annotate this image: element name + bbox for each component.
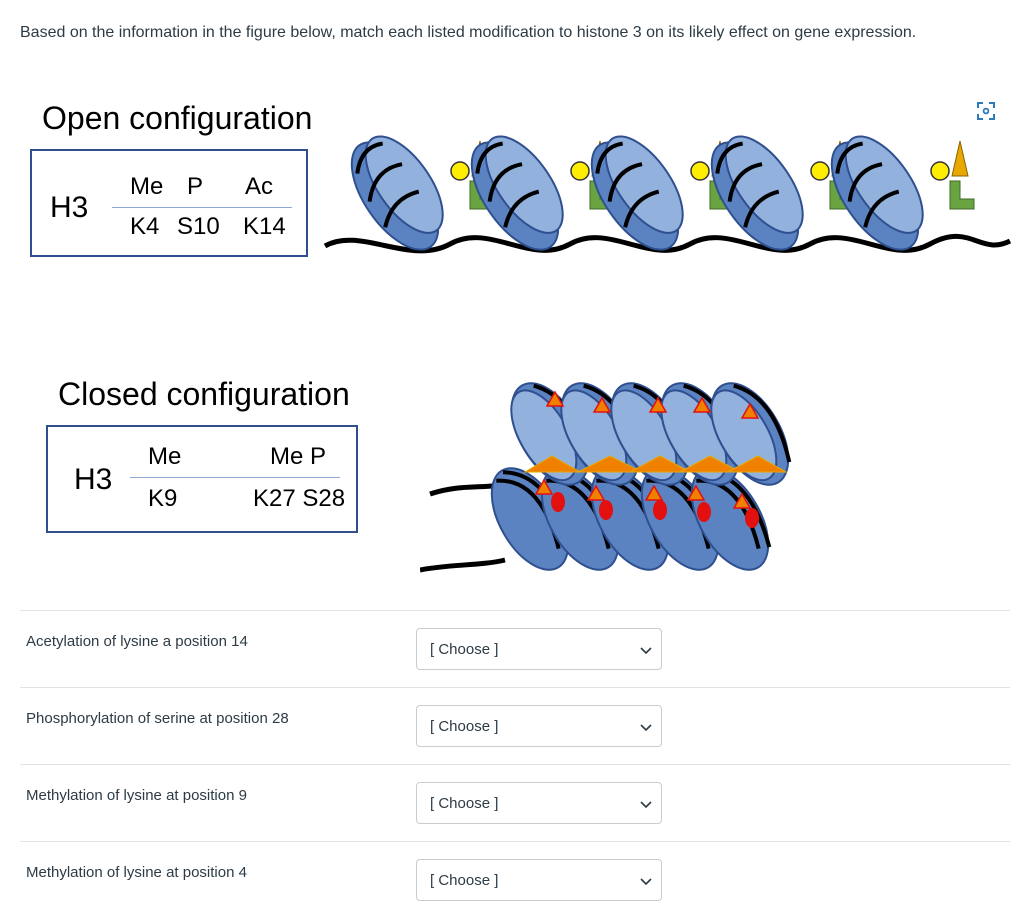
closed-configuration-title: Closed configuration <box>58 376 350 412</box>
chevron-down-icon <box>640 801 652 809</box>
match-row-label: Phosphorylation of serine at position 28 <box>26 710 289 727</box>
open-mod-p: P <box>187 173 204 200</box>
open-h3-label: H3 <box>50 191 89 224</box>
open-mod-ac: Ac <box>245 173 274 200</box>
closed-nucleosome-stack <box>490 382 792 571</box>
closed-site-k27-s28: K27 S28 <box>253 485 346 512</box>
match-row-label: Methylation of lysine at position 9 <box>26 787 247 804</box>
closed-mod-me-p: Me P <box>270 443 327 470</box>
open-site-k4: K4 <box>130 213 160 240</box>
match-row: Acetylation of lysine a position 14 [ Ch… <box>20 610 1010 687</box>
match-row-label: Methylation of lysine at position 4 <box>26 864 247 881</box>
chevron-down-icon <box>640 878 652 886</box>
closed-h3-line <box>130 477 340 478</box>
match-select[interactable]: [ Choose ] <box>416 628 662 670</box>
closed-h3-box: H3 Me Me P K9 K27 S28 <box>46 425 358 533</box>
chromatin-figure: Open configuration H3 Me P Ac K4 S10 K14 <box>20 96 1020 596</box>
chevron-down-icon <box>640 647 652 655</box>
open-h3-box: H3 Me P Ac K4 S10 K14 <box>30 149 308 257</box>
match-row: Methylation of lysine at position 4 [ Ch… <box>20 841 1010 918</box>
closed-chromatin-illustration <box>420 382 792 573</box>
closed-modification-markers <box>523 390 788 528</box>
focus-frame-icon[interactable] <box>975 100 997 122</box>
select-value: [ Choose ] <box>430 795 499 812</box>
open-h3-line <box>112 207 292 208</box>
match-select[interactable]: [ Choose ] <box>416 782 662 824</box>
open-site-k14: K14 <box>243 213 286 240</box>
match-table: Acetylation of lysine a position 14 [ Ch… <box>20 610 1010 918</box>
question-text: Based on the information in the figure b… <box>20 24 917 41</box>
match-row: Methylation of lysine at position 9 [ Ch… <box>20 764 1010 841</box>
closed-mod-me: Me <box>148 443 182 470</box>
select-value: [ Choose ] <box>430 718 499 735</box>
open-nucleosome-group <box>350 135 975 251</box>
match-row-label: Acetylation of lysine a position 14 <box>26 633 248 650</box>
open-chromatin-illustration <box>323 135 1012 254</box>
closed-site-k9: K9 <box>148 485 178 512</box>
match-select[interactable]: [ Choose ] <box>416 705 662 747</box>
closed-h3-label: H3 <box>74 463 113 496</box>
open-configuration-title: Open configuration <box>42 100 313 136</box>
match-select[interactable]: [ Choose ] <box>416 859 662 901</box>
open-site-s10: S10 <box>177 213 220 240</box>
chevron-down-icon <box>640 724 652 732</box>
select-value: [ Choose ] <box>430 641 499 658</box>
match-row: Phosphorylation of serine at position 28… <box>20 687 1010 764</box>
open-mod-me: Me <box>130 173 164 200</box>
select-value: [ Choose ] <box>430 872 499 889</box>
